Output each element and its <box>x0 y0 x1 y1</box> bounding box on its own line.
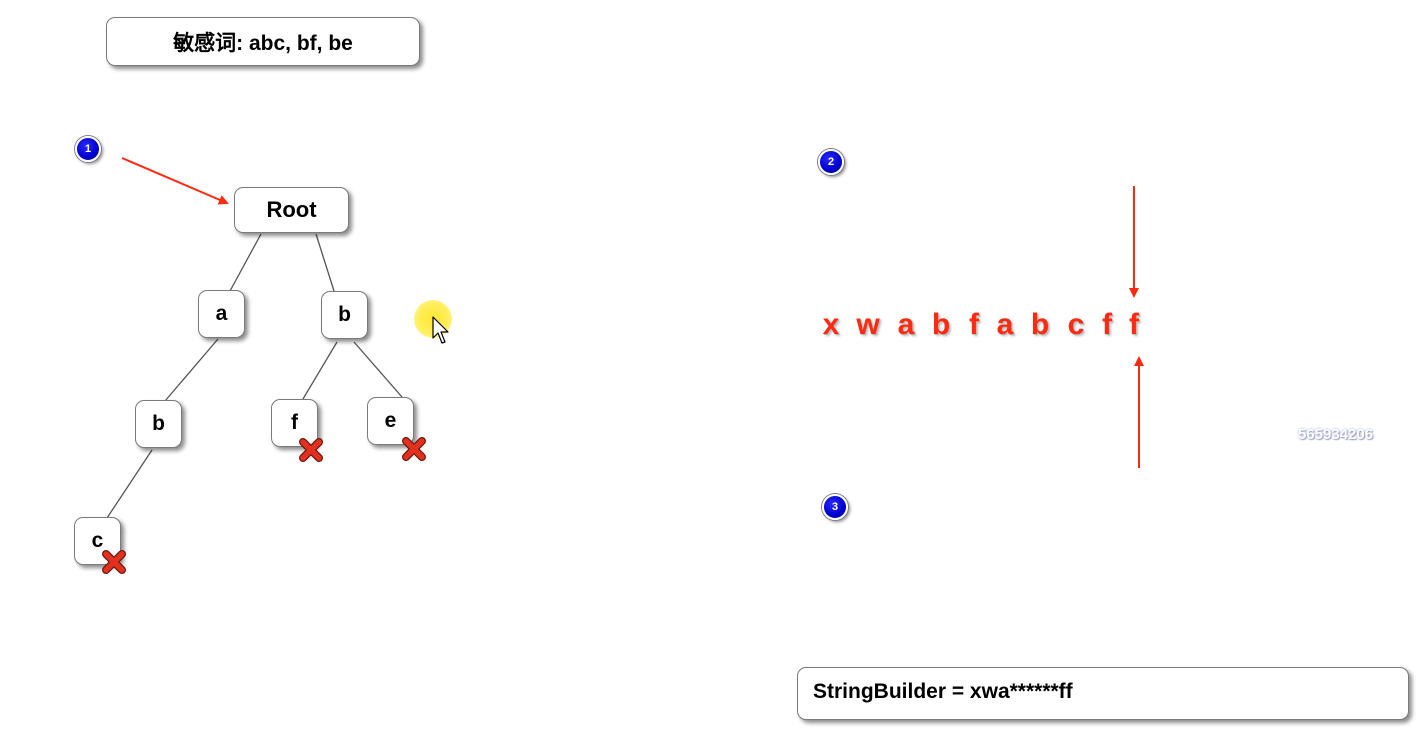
trie-node-e: e <box>367 397 414 445</box>
trie-node-root: Root <box>234 187 349 233</box>
edge-root-b <box>315 233 335 292</box>
sequence-char: a <box>996 308 1014 341</box>
sequence-char: f <box>969 308 979 341</box>
mouse-pointer-icon <box>432 316 449 344</box>
sequence-char: b <box>1030 308 1050 341</box>
x-mark-icon <box>102 550 126 574</box>
sequence-char: f <box>1129 308 1139 341</box>
trie-node-a: a <box>198 290 245 338</box>
trie-node-b-level1: b <box>321 291 368 339</box>
sequence-char: f <box>1102 308 1112 341</box>
step-badge-1: 1 <box>75 136 101 162</box>
edge-root-a <box>229 233 262 292</box>
string-builder-box: StringBuilder = xwa******ff <box>797 667 1409 720</box>
step-badge-3: 3 <box>822 494 848 520</box>
pointer-arrow-root <box>121 157 229 205</box>
string-builder-text: StringBuilder = xwa******ff <box>813 680 1073 703</box>
edge-b-c <box>106 449 153 519</box>
watermark-text: 565934206 <box>1298 426 1374 443</box>
sequence-char: c <box>1067 308 1085 341</box>
sensitive-words-label: 敏感词: abc, bf, be <box>173 31 353 55</box>
sequence-char: b <box>931 308 951 341</box>
edge-a-b <box>164 338 219 402</box>
step-badge-2: 2 <box>818 149 844 175</box>
trie-node-f: f <box>271 399 318 447</box>
x-mark-icon <box>402 437 426 461</box>
trie-node-b-level2: b <box>135 400 182 448</box>
edge-b-f <box>302 341 338 400</box>
sequence-char: a <box>897 308 915 341</box>
sequence-char: x <box>822 308 840 341</box>
sequence-char: w <box>856 308 880 341</box>
edge-b-e <box>353 341 403 398</box>
x-mark-icon <box>299 438 323 462</box>
sensitive-words-box: 敏感词: abc, bf, be <box>106 17 420 66</box>
trie-node-c: c <box>74 517 121 565</box>
